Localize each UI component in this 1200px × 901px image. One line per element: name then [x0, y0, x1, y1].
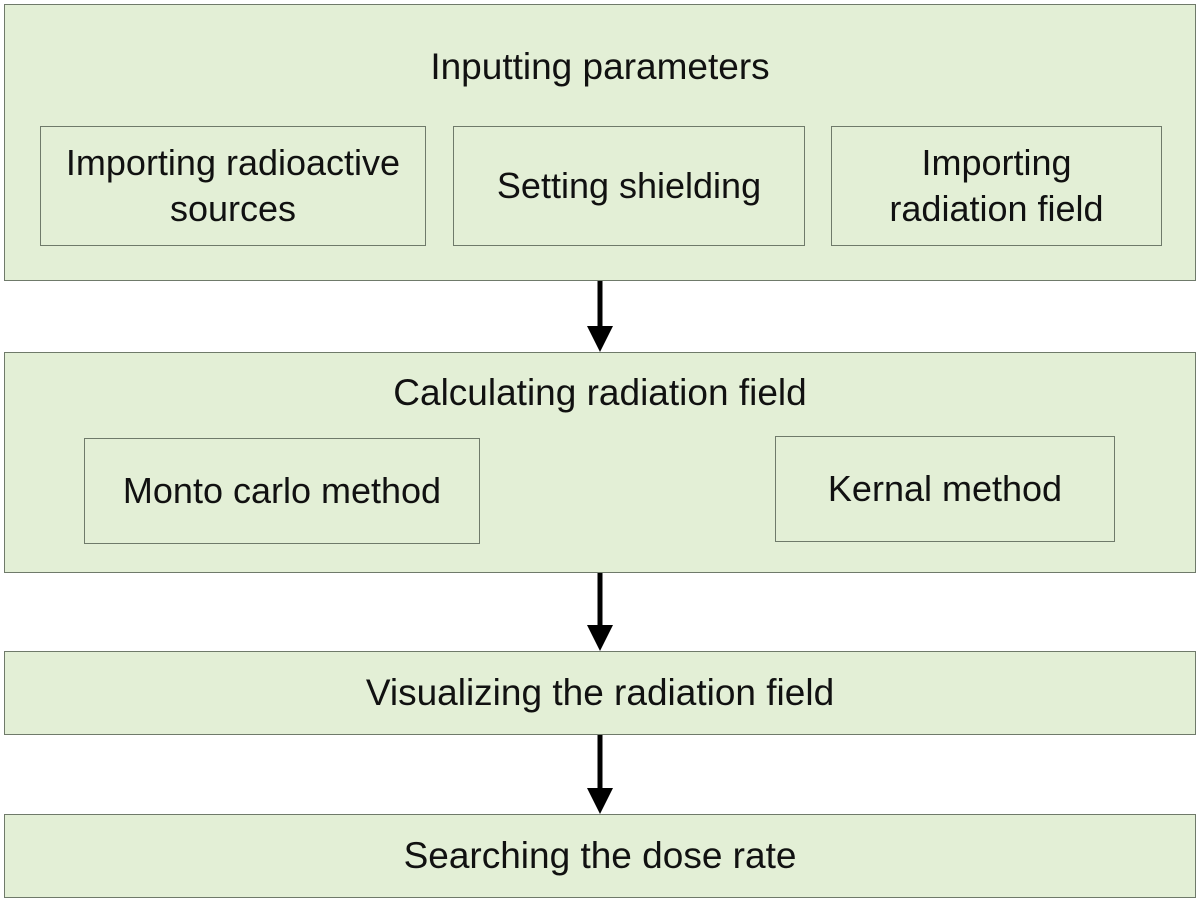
monte-carlo-method-box: Monto carlo method: [84, 438, 480, 544]
calculating-radiation-field-title: Calculating radiation field: [393, 372, 807, 413]
arrow-2: [587, 573, 613, 651]
importing-radioactive-sources-box: Importing radioactive sources: [40, 126, 426, 246]
importing-radiation-field-box: Importing radiation field: [831, 126, 1162, 246]
visualizing-radiation-field-box: Visualizing the radiation field: [4, 651, 1196, 735]
arrow-1: [587, 281, 613, 352]
inputting-parameters-title: Inputting parameters: [430, 46, 770, 87]
searching-dose-rate-box: Searching the dose rate: [4, 814, 1196, 898]
setting-shielding-box: Setting shielding: [453, 126, 805, 246]
kernel-method-box: Kernal method: [775, 436, 1115, 542]
arrow-3: [587, 735, 613, 814]
